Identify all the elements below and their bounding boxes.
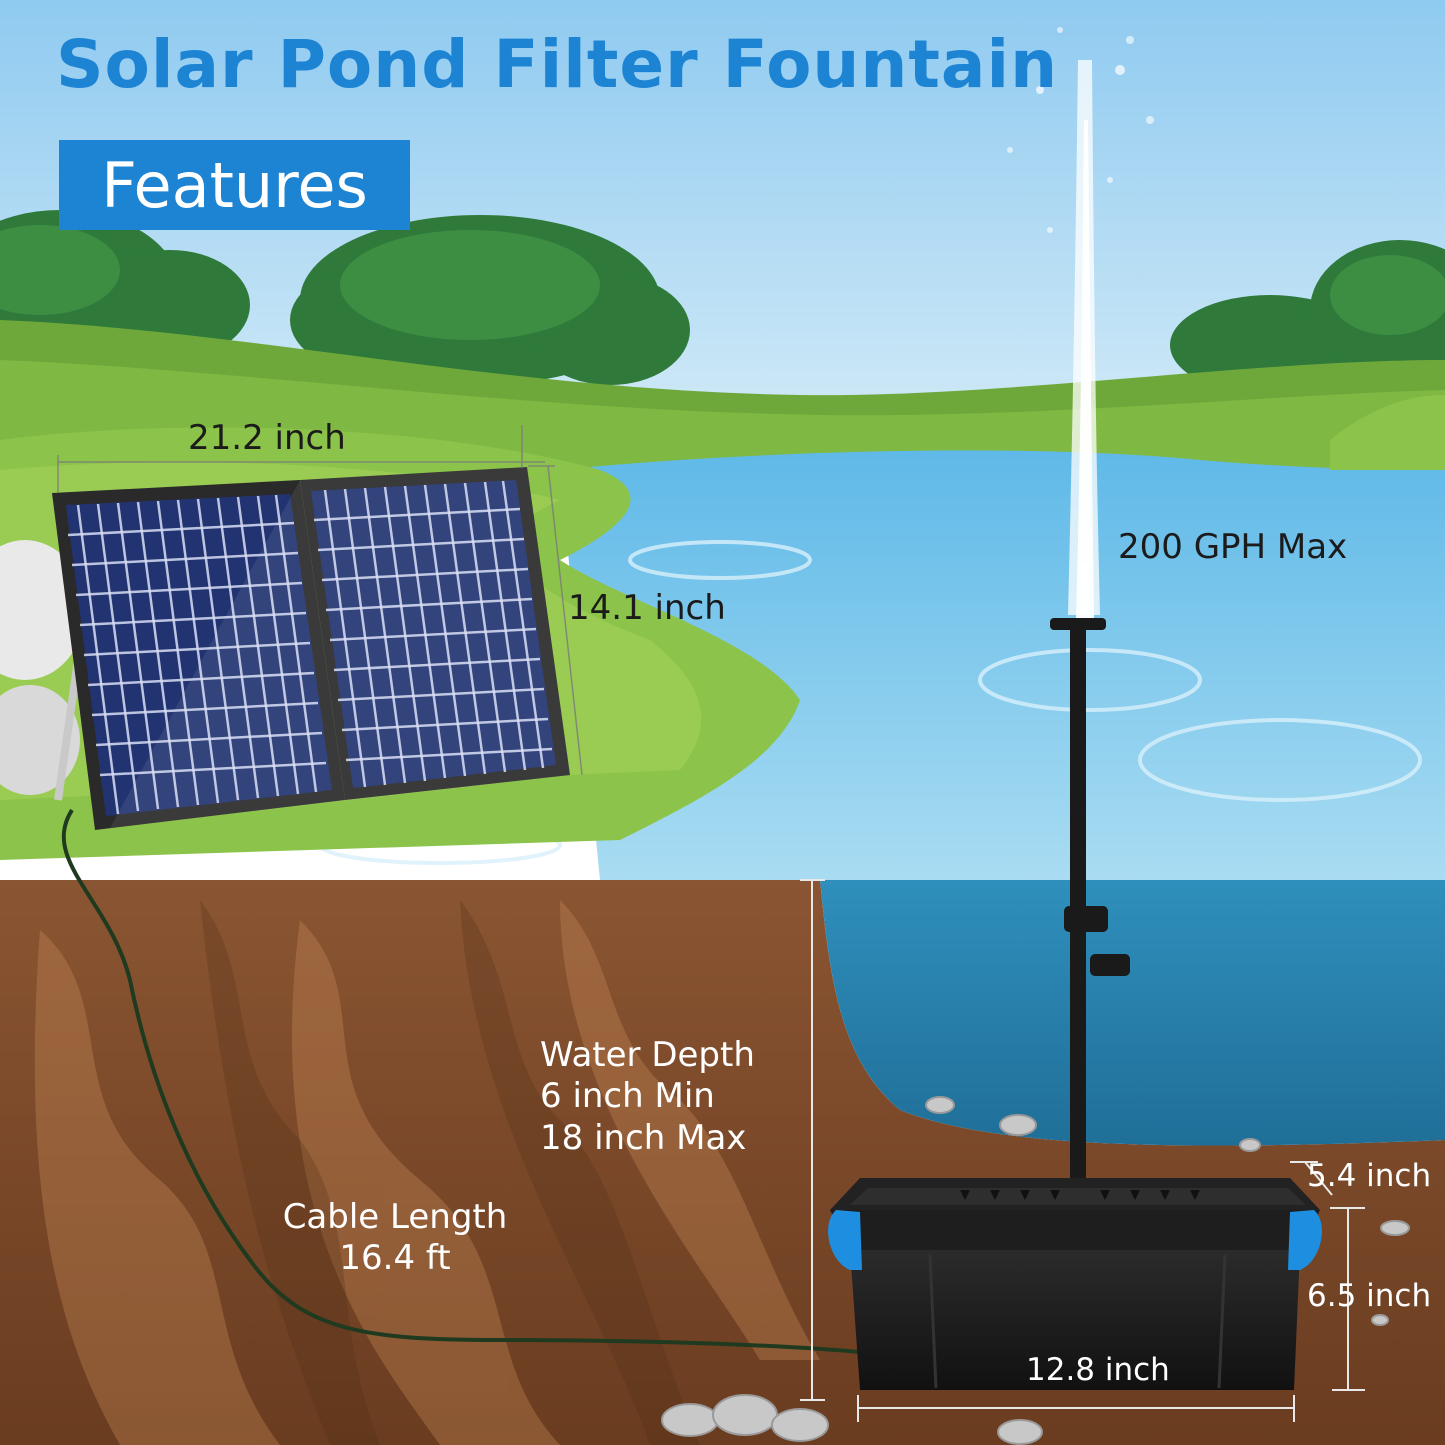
flow-rate-label: 200 GPH Max <box>1118 527 1348 567</box>
water-depth-title: Water Depth <box>540 1035 755 1075</box>
filter-box <box>828 1178 1322 1390</box>
cable-length-title: Cable Length <box>282 1197 508 1237</box>
water-depth-max: 18 inch Max <box>540 1117 747 1158</box>
features-badge: Features <box>59 140 410 230</box>
panel-width-label: 21.2 inch <box>188 418 346 458</box>
box-top-height-label: 5.4 inch <box>1307 1158 1432 1194</box>
box-bottom-height-label: 6.5 inch <box>1307 1278 1432 1314</box>
box-width-label: 12.8 inch <box>1026 1352 1170 1388</box>
water-depth-label: Water Depth 6 inch Min 18 inch Max <box>540 1035 755 1159</box>
pond-deep-water <box>820 880 1445 1146</box>
page-title: Solar Pond Filter Fountain <box>56 26 1059 103</box>
cable-length-value: 16.4 ft <box>339 1238 451 1279</box>
water-depth-min: 6 inch Min <box>540 1076 715 1117</box>
solar-panel <box>52 467 570 830</box>
fountain-pipe <box>1050 618 1130 1190</box>
cable <box>61 808 861 1354</box>
pond-surface <box>560 450 1445 880</box>
panel-height-label: 14.1 inch <box>568 588 726 628</box>
cable-length-label: Cable Length 16.4 ft <box>260 1197 530 1280</box>
fountain-spray <box>1007 27 1154 620</box>
